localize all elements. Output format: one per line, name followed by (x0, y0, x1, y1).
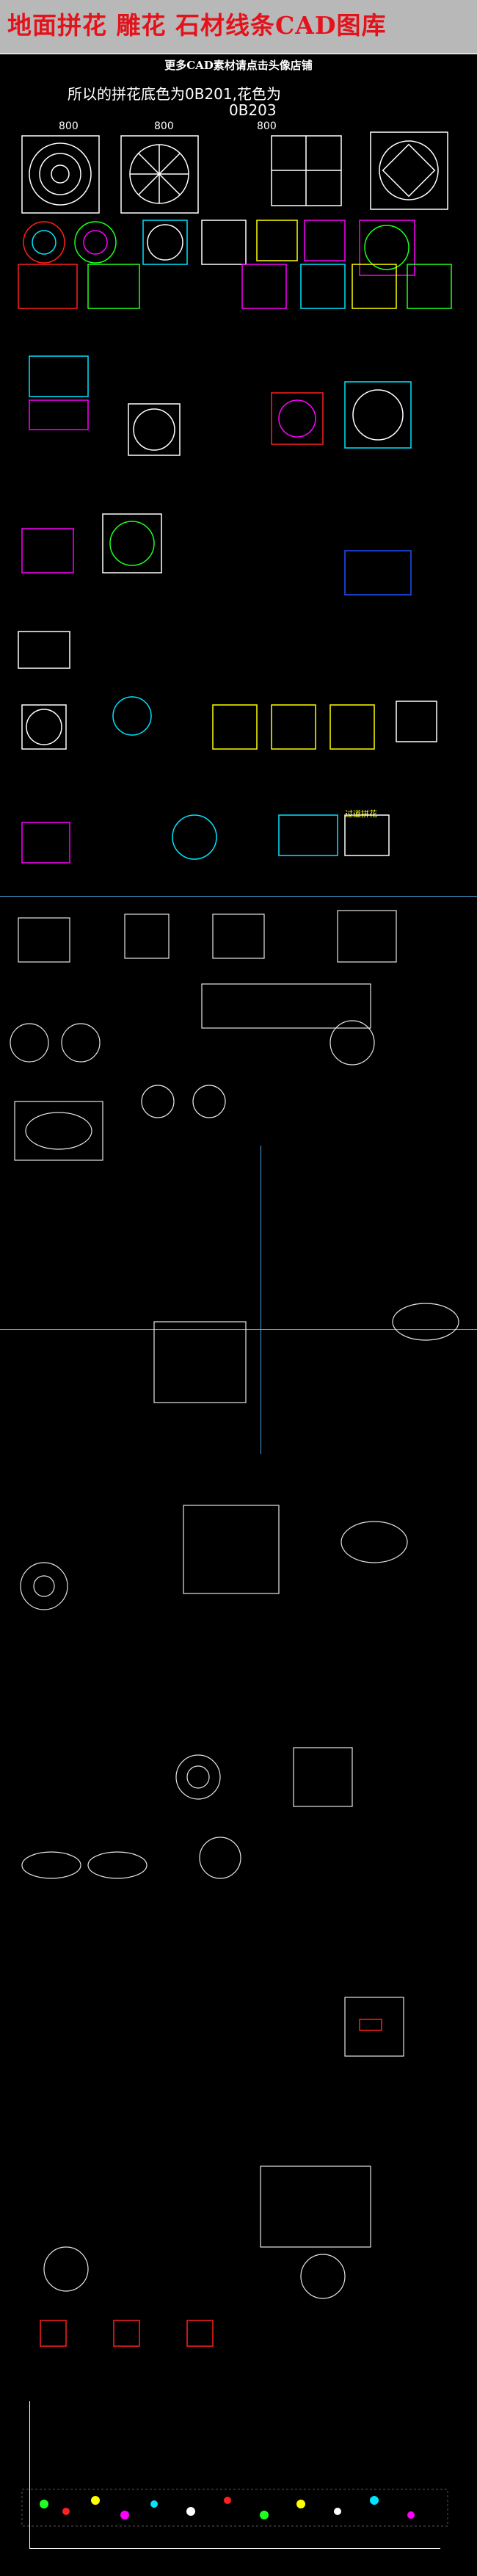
thumbnail-strip (21, 2489, 448, 2527)
dimension-label: 800 (154, 120, 174, 132)
medallion-tile (21, 135, 100, 214)
x-axis-marker (29, 2548, 440, 2549)
green-rosette (74, 221, 117, 264)
cyan-rosette (112, 696, 152, 736)
red-inlay (271, 392, 324, 445)
linear-border-drawing (201, 983, 371, 1029)
subtitle-bar: 更多CAD素材请点击头像店铺 (0, 54, 477, 75)
yellow-label: 过道拼花 (345, 809, 377, 819)
teal-panel (278, 814, 338, 856)
header-banner: 地面拼花 雕花 石材线条CAD图库 (0, 0, 477, 54)
section-divider (0, 896, 477, 897)
cyan-panel (29, 355, 89, 397)
medallion-tile (370, 131, 448, 210)
page-title: 地面拼花 雕花 石材线条CAD图库 (7, 11, 387, 40)
color-note-line2: 0B203 (229, 101, 277, 119)
dimension-label: 800 (257, 120, 277, 132)
color-note-line1: 所以的拼花底色为0B201,花色为 (68, 85, 281, 103)
axis-line-horizontal (0, 1329, 477, 1330)
magenta-medallion (359, 220, 415, 276)
y-axis-marker (29, 2401, 30, 2548)
ceiling-plan-drawing (260, 2166, 371, 2248)
store-link-text[interactable]: 更多CAD素材请点击头像店铺 (164, 59, 313, 72)
red-rosette (23, 221, 65, 264)
dimension-label: 800 (59, 120, 79, 132)
medallion-tile (120, 135, 199, 214)
